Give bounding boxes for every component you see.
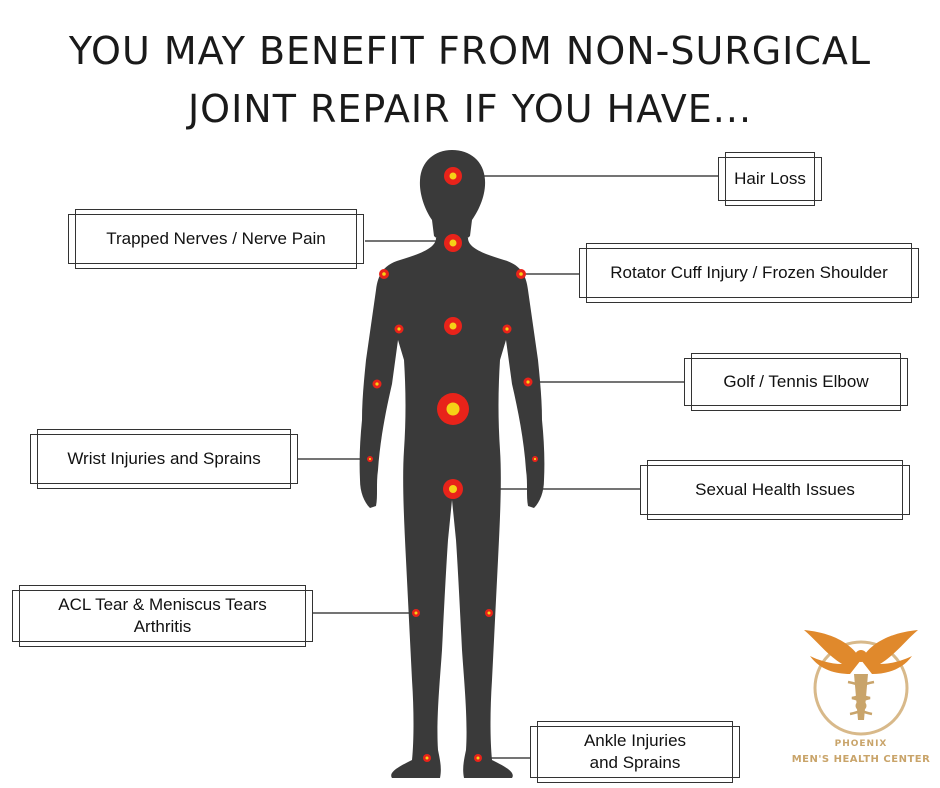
label-ankle: Ankle Injuries and Sprains [530,721,740,783]
marker-left-armpit [394,324,404,334]
marker-right-knee [485,609,493,617]
label-ankle-line-2: and Sprains [589,753,681,772]
pain-markers [367,167,538,762]
label-rotator-cuff: Rotator Cuff Injury / Frozen Shoulder [579,243,919,303]
label-rotator-cuff-text: Rotator Cuff Injury / Frozen Shoulder [610,263,888,282]
phoenix-emblem-icon [804,630,918,736]
marker-chest [444,317,462,335]
title-line-2: JOINT REPAIR IF YOU HAVE... [187,87,753,131]
label-sexual-health: Sexual Health Issues [640,460,910,520]
label-acl: ACL Tear & Meniscus Tears Arthritis [12,585,313,647]
page-title: YOU MAY BENEFIT FROM NON-SURGICAL JOINT … [0,22,940,138]
label-wrist-text: Wrist Injuries and Sprains [67,449,261,468]
label-golf-elbow-text: Golf / Tennis Elbow [723,372,869,391]
label-acl-line-1: ACL Tear & Meniscus Tears [58,595,267,614]
torso [359,238,545,778]
label-sexual-health-text: Sexual Health Issues [695,480,855,499]
human-silhouette [359,150,545,778]
marker-right-wrist [532,456,538,462]
marker-right-ankle [474,754,482,762]
logo-tagline: MEN'S HEALTH CENTER [791,754,931,765]
phoenix-logo: PHOENIX MEN'S HEALTH CENTER [790,620,932,780]
marker-groin [443,479,463,499]
label-trapped-nerves: Trapped Nerves / Nerve Pain [68,209,364,269]
label-wrist: Wrist Injuries and Sprains [30,429,298,489]
label-acl-line-2: Arthritis [133,617,192,636]
marker-left-knee [412,609,420,617]
label-hair-loss: Hair Loss [718,152,822,206]
label-golf-elbow: Golf / Tennis Elbow [684,353,908,411]
marker-left-ankle [423,754,431,762]
marker-right-elbow [523,377,533,387]
marker-left-wrist [367,456,373,462]
label-hair-loss-text: Hair Loss [734,169,806,188]
title-line-1: YOU MAY BENEFIT FROM NON-SURGICAL [68,29,872,73]
marker-left-elbow [372,379,382,389]
label-ankle-line-1: Ankle Injuries [583,731,687,750]
marker-right-armpit [502,324,512,334]
marker-head [444,167,462,185]
marker-abdomen [437,393,469,425]
marker-right-shoulder [516,269,526,279]
label-trapped-nerves-text: Trapped Nerves / Nerve Pain [106,229,326,248]
logo-name: PHOENIX [834,739,888,749]
head [419,150,486,242]
marker-neck [444,234,462,252]
marker-left-shoulder [379,269,389,279]
